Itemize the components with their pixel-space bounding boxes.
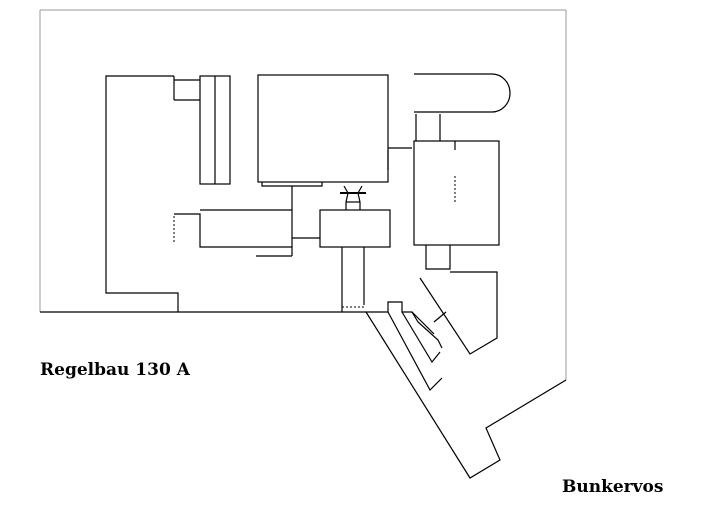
top-right-niche — [414, 73, 511, 113]
main-chamber — [257, 74, 412, 187]
lower-left-room — [173, 209, 293, 257]
connector-rooms — [291, 186, 391, 248]
author-credit: Bunkervos — [562, 477, 664, 497]
stair-structure — [365, 301, 567, 479]
entrance-passage — [341, 247, 366, 312]
pillar — [199, 75, 231, 185]
plan-title: Regelbau 130 A — [40, 360, 190, 380]
right-room — [413, 114, 500, 270]
door-symbol — [340, 185, 366, 210]
left-corridor — [104, 75, 200, 313]
angled-wing — [419, 271, 498, 355]
site-outline — [39, 9, 567, 380]
